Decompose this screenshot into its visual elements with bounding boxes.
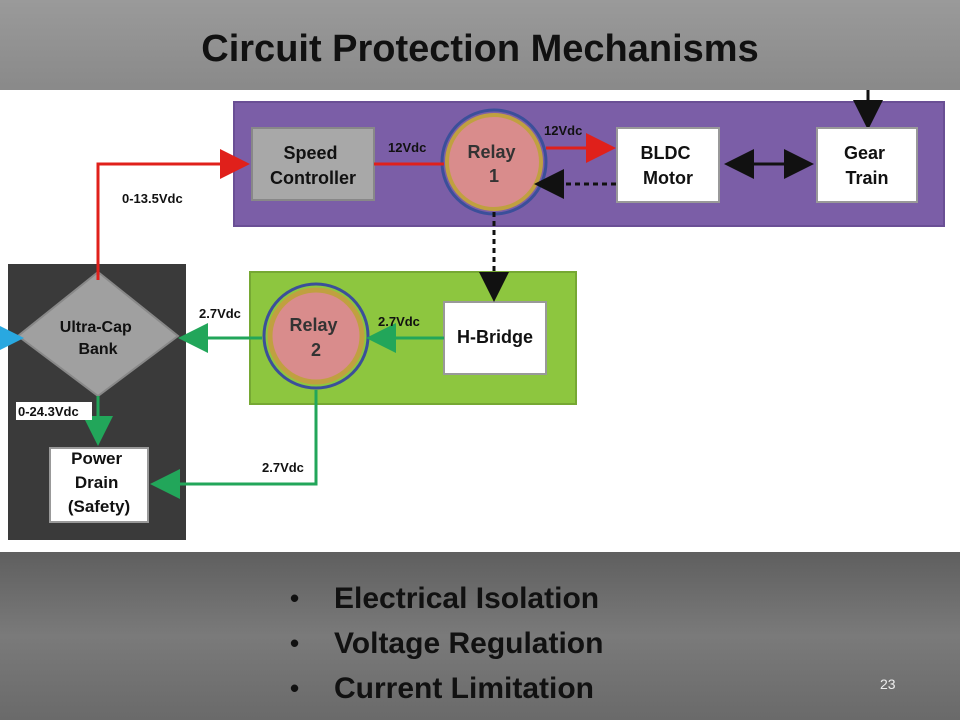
label-2-7vdc-a: 2.7Vdc (199, 306, 241, 321)
svg-text:BLDC Motor: BLDC Motor (640, 143, 695, 188)
label-2-7vdc-b: 2.7Vdc (378, 314, 420, 329)
speed-controller-label-1: Speed (283, 143, 337, 163)
label-2-7vdc-c: 2.7Vdc (262, 460, 304, 475)
bullet-text: Electrical Isolation (334, 582, 600, 615)
bullet-text: Voltage Regulation (334, 627, 604, 660)
svg-text:Relay 1: Relay 1 (467, 142, 520, 186)
bullet-dot-icon: • (290, 673, 300, 703)
relay1-label-1: Relay (467, 142, 515, 162)
power-drain-label-2: Drain (75, 473, 118, 492)
gear-train-block (816, 127, 918, 203)
bullet-item: • Current Limitation (290, 666, 603, 711)
bldc-motor-block (616, 127, 720, 203)
label-0-13-5vdc: 0-13.5Vdc (122, 191, 183, 206)
h-bridge-block (443, 301, 547, 375)
speed-controller-block (251, 127, 375, 201)
svg-text:Power Drain (Safet: Power Drain (Safety) (68, 449, 130, 516)
speed-controller-label-2: Controller (270, 168, 356, 188)
svg-text:Gear Train: Gear Train (844, 143, 890, 188)
circuit-diagram: Speed Controller BLDC Motor Gear Train R… (0, 90, 945, 540)
relay2-label-1: Relay (289, 315, 337, 335)
label-12vdc-a: 12Vdc (388, 140, 426, 155)
svg-text:Ultra-Cap Bank: Ultra-Cap Bank (60, 319, 136, 358)
svg-text:Speed Controller: Speed Controller (270, 143, 356, 188)
label-12vdc-b: 12Vdc (544, 123, 582, 138)
bullet-item: • Voltage Regulation (290, 621, 603, 666)
red-wire-cap-to-controller (96, 149, 250, 280)
power-drain-label-3: (Safety) (68, 497, 130, 516)
relay2-label-2: 2 (311, 340, 321, 360)
power-drain-label-1: Power (71, 449, 122, 468)
ultra-cap-label-2: Bank (78, 341, 117, 358)
bullet-dot-icon: • (290, 628, 300, 658)
bullet-text: Current Limitation (334, 672, 594, 705)
label-0-24-3vdc: 0-24.3Vdc (18, 404, 79, 419)
h-bridge-label: H-Bridge (457, 327, 533, 347)
relay1-label-2: 1 (489, 166, 499, 186)
svg-text:Relay 2: Relay 2 (289, 315, 342, 360)
gear-train-label-1: Gear (844, 143, 885, 163)
slide-title: Circuit Protection Mechanisms (201, 28, 759, 70)
diagram-panel: Speed Controller BLDC Motor Gear Train R… (0, 90, 960, 552)
bldc-motor-label-2: Motor (643, 168, 693, 188)
bullet-list: • Electrical Isolation • Voltage Regulatio… (290, 576, 603, 711)
bullet-item: • Electrical Isolation (290, 576, 603, 621)
ultra-cap-label-1: Ultra-Cap (60, 319, 132, 336)
bullet-area (0, 552, 960, 720)
slide-number: 23 (880, 676, 896, 692)
relay2-circle (267, 287, 365, 385)
green-wire-relay2-to-drain (150, 390, 318, 499)
gear-train-label-2: Train (845, 168, 888, 188)
relay1-circle (445, 113, 543, 211)
power-drain-block (49, 447, 149, 523)
bldc-motor-label-1: BLDC (640, 143, 690, 163)
label-0-24-3vdc-bg (16, 402, 92, 420)
bullet-dot-icon: • (290, 583, 300, 613)
